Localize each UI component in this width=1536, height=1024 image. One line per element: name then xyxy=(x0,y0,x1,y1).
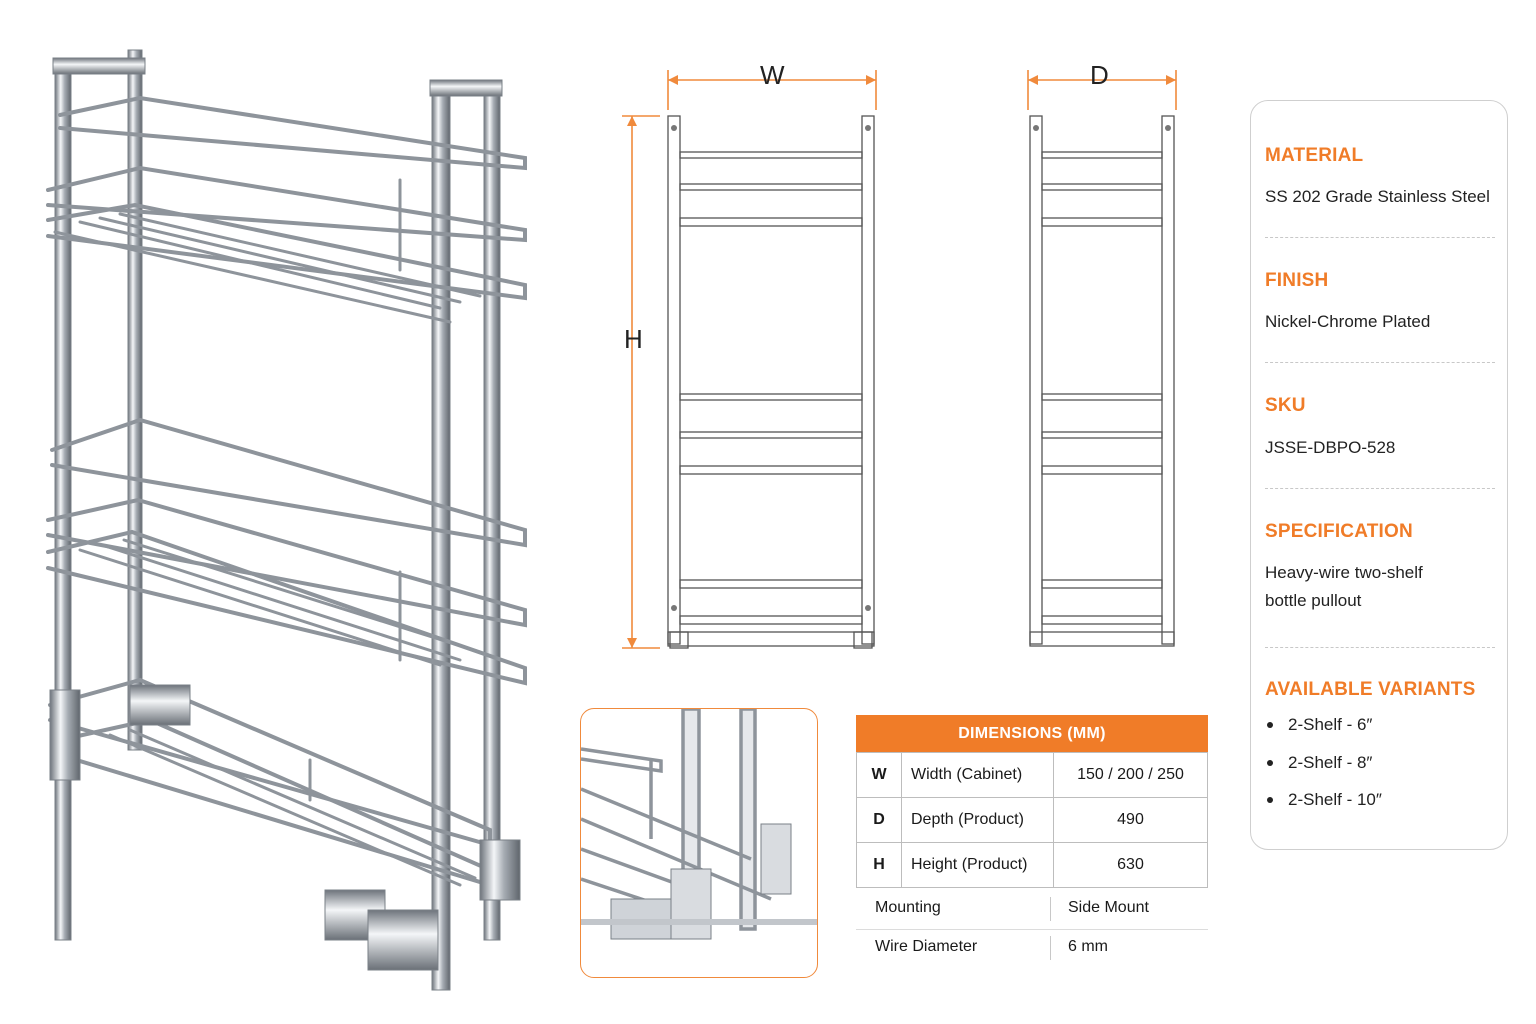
wire-diameter-value: 6 mm xyxy=(1068,938,1108,955)
bullet-icon xyxy=(1267,797,1273,803)
row-divider xyxy=(1050,897,1051,921)
row-key: W xyxy=(856,752,902,798)
row-value: 150 / 200 / 250 xyxy=(1053,752,1208,798)
bullet-icon xyxy=(1267,759,1273,766)
list-item: 2-Shelf - 10″ xyxy=(1265,790,1382,828)
wire-diameter-label: Wire Diameter xyxy=(875,938,978,955)
row-divider xyxy=(1050,936,1051,960)
depth-label: D xyxy=(1090,60,1109,90)
finish-title: FINISH xyxy=(1265,270,1329,291)
divider xyxy=(1265,488,1495,489)
wire-diameter-row: Wire Diameter 6 mm xyxy=(856,929,1208,966)
bracket-detail-drawing xyxy=(581,709,817,940)
list-item: 2-Shelf - 8″ xyxy=(1265,753,1382,791)
height-label: H xyxy=(624,324,643,354)
material-title: MATERIAL xyxy=(1265,145,1364,166)
sku-value: JSSE-DBPO-528 xyxy=(1265,438,1396,457)
dimensions-grid: W Width (Cabinet) 150 / 200 / 250 D Dept… xyxy=(856,752,1208,888)
product-info-card: MATERIAL SS 202 Grade Stainless Steel FI… xyxy=(1250,100,1508,850)
dimensions-table-title: DIMENSIONS (MM) xyxy=(856,715,1208,752)
variants-title: AVAILABLE VARIANTS xyxy=(1265,679,1476,700)
mounting-row: Mounting Side Mount xyxy=(856,891,1208,927)
mounting-value: Side Mount xyxy=(1068,899,1149,916)
row-label: Depth (Product) xyxy=(901,797,1054,843)
row-label: Height (Product) xyxy=(901,842,1054,888)
row-key: H xyxy=(856,842,902,888)
variant-label: 2-Shelf - 10″ xyxy=(1288,790,1382,809)
list-item: 2-Shelf - 6″ xyxy=(1265,715,1382,753)
specification-title: SPECIFICATION xyxy=(1265,521,1413,542)
specification-value: Heavy-wire two-shelf bottle pullout xyxy=(1265,563,1423,610)
detail-inset-image xyxy=(580,708,818,978)
row-label: Width (Cabinet) xyxy=(901,752,1054,798)
row-value: 630 xyxy=(1053,842,1208,888)
width-label: W xyxy=(760,60,785,90)
sku-title: SKU xyxy=(1265,395,1306,416)
dimensions-table: DIMENSIONS (MM) W Width (Cabinet) 150 / … xyxy=(856,715,1208,960)
side-view-diagram xyxy=(1027,70,1177,647)
variants-list: 2-Shelf - 6″ 2-Shelf - 8″ 2-Shelf - 10″ xyxy=(1265,715,1382,828)
row-value: 490 xyxy=(1053,797,1208,843)
divider xyxy=(1265,647,1495,648)
row-key: D xyxy=(856,797,902,843)
front-view-diagram xyxy=(622,70,877,649)
table-row: D Depth (Product) 490 xyxy=(856,797,1208,843)
finish-value: Nickel-Chrome Plated xyxy=(1265,312,1431,331)
bullet-icon xyxy=(1267,722,1273,728)
variant-label: 2-Shelf - 6″ xyxy=(1288,715,1373,734)
mounting-label: Mounting xyxy=(875,899,941,916)
material-value: SS 202 Grade Stainless Steel xyxy=(1265,187,1490,206)
table-row: W Width (Cabinet) 150 / 200 / 250 xyxy=(856,752,1208,798)
table-row: H Height (Product) 630 xyxy=(856,842,1208,888)
divider xyxy=(1265,362,1495,363)
product-image xyxy=(46,49,527,991)
variant-label: 2-Shelf - 8″ xyxy=(1288,752,1373,772)
divider xyxy=(1265,237,1495,238)
